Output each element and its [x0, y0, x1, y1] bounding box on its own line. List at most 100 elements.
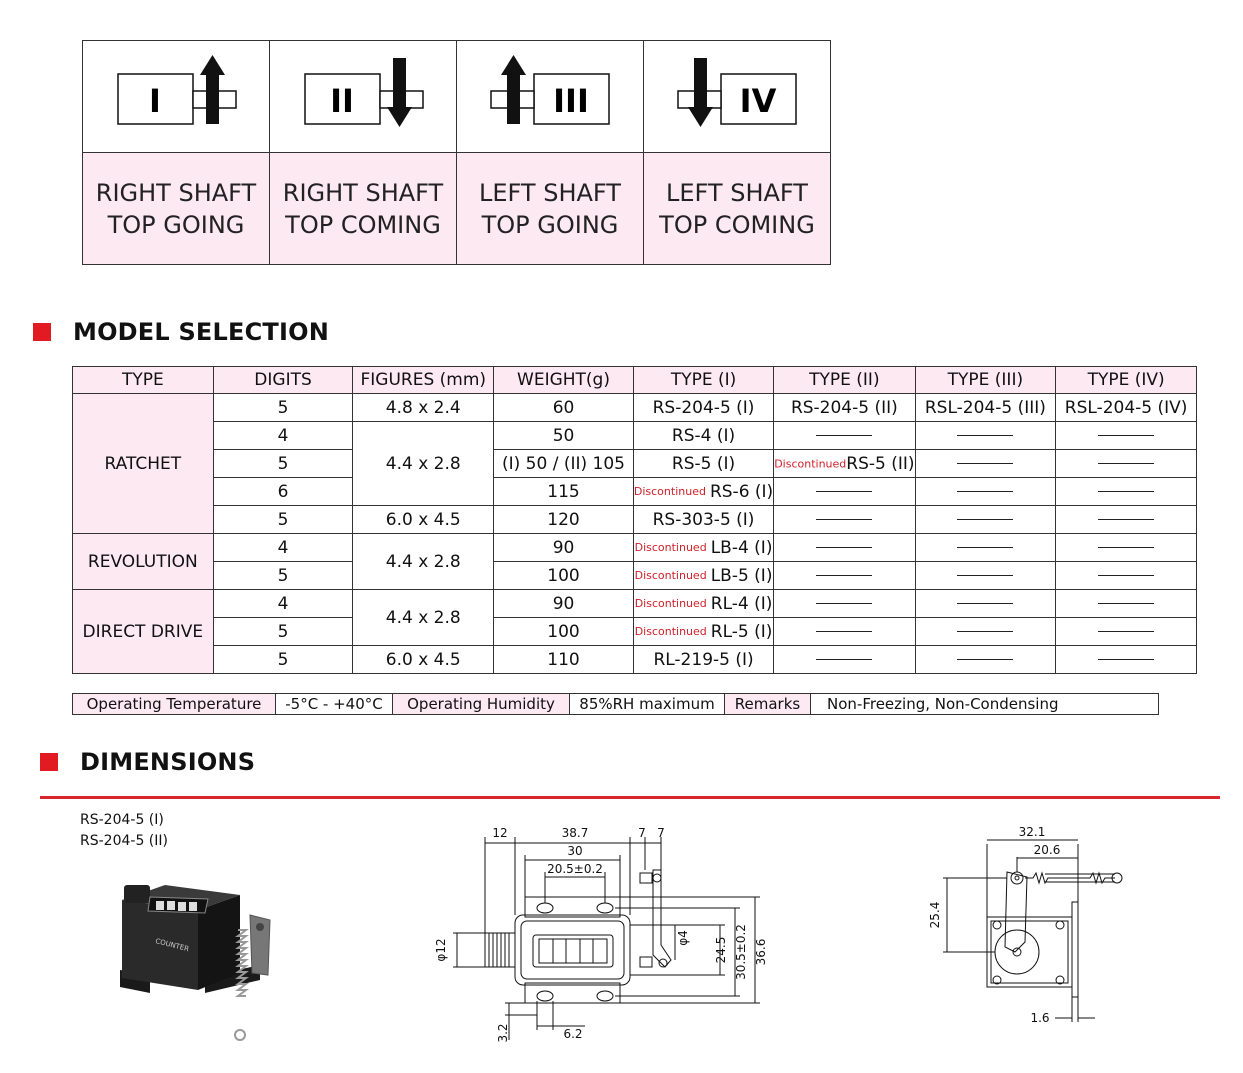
dim-7a: 7: [638, 826, 646, 840]
table-row: DIRECT DRIVE 4 4.4 x 2.8 90 Discontinued…: [72, 589, 1197, 674]
dim-36-6: 36.6: [754, 939, 768, 966]
dash: [816, 547, 873, 548]
shaft-numeral: III: [553, 82, 589, 120]
shaft-type-i-diagram: I: [82, 40, 270, 153]
col-type-ii: TYPE (II): [773, 366, 916, 394]
shaft-type-table: I II III: [82, 40, 831, 265]
table-row: 5 (I) 50 / (II) 105 RS-5 (I) Discontinue…: [73, 449, 1197, 478]
dash: [816, 491, 873, 492]
discontinued-label: Discontinued: [634, 597, 707, 610]
col-type-iv: TYPE (IV): [1055, 366, 1197, 394]
dash: [957, 631, 1014, 632]
dim-24-5: 24.5: [714, 937, 728, 964]
dash: [1098, 547, 1155, 548]
dim-20-5: 20.5±0.2: [547, 862, 603, 876]
dash: [957, 463, 1014, 464]
operating-conditions-table: Operating Temperature -5°C - +40°C Opera…: [72, 693, 1159, 715]
col-weight: WEIGHT(g): [493, 366, 634, 394]
dim-30-5: 30.5±0.2: [734, 924, 748, 980]
table-row: 4 4.4 x 2.8 50 RS-4 (I): [73, 421, 1197, 506]
table-row: 5 6.0 x 4.5 120 RS-303-5 (I): [73, 505, 1197, 534]
shaft-type-iv-diagram: IV: [643, 40, 831, 153]
dimensions-heading: DIMENSIONS: [40, 748, 255, 776]
dim-phi4: φ4: [676, 930, 690, 946]
counter-photo: COUNTER: [120, 885, 271, 1041]
table-row: Operating Temperature -5°C - +40°C Opera…: [72, 693, 1159, 715]
temp-label: Operating Temperature: [72, 693, 276, 715]
model-selection-table: TYPE DIGITS FIGURES (mm) WEIGHT(g) TYPE …: [72, 366, 1197, 674]
dash: [957, 603, 1014, 604]
dim-12: 12: [492, 826, 507, 840]
dim-1-6: 1.6: [1030, 1011, 1049, 1025]
dash: [1098, 575, 1155, 576]
dim-phi12: φ12: [434, 938, 448, 961]
col-type-iii: TYPE (III): [914, 366, 1057, 394]
dash: [816, 575, 873, 576]
model-selection-heading: MODEL SELECTION: [33, 318, 329, 346]
dash: [957, 575, 1014, 576]
dash: [1098, 631, 1155, 632]
discontinued-label: Discontinued: [634, 625, 707, 638]
dim-25-4: 25.4: [928, 902, 942, 929]
col-digits: DIGITS: [212, 366, 354, 394]
dash: [957, 659, 1014, 660]
humidity-value: 85%RH maximum: [569, 693, 725, 715]
dash: [1098, 463, 1155, 464]
discontinued-label: Discontinued: [634, 569, 707, 582]
shaft-type-ii-diagram: II: [269, 40, 457, 153]
dash: [816, 435, 873, 436]
discontinued-label: Discontinued: [774, 457, 847, 470]
dim-32-1: 32.1: [1019, 825, 1046, 839]
dash: [957, 547, 1014, 548]
dash: [1098, 603, 1155, 604]
remarks-value: Non-Freezing, Non-Condensing: [810, 693, 1159, 715]
table-row: RATCHET 5 4.8 x 2.4 60 RS-204-5 (I) RS-2…: [72, 393, 1197, 534]
side-view-drawing: 32.1 20.6 25.4 1.6: [928, 825, 1123, 1025]
dash: [816, 631, 873, 632]
dim-38-7: 38.7: [562, 826, 589, 840]
dash: [957, 519, 1014, 520]
dash: [1098, 519, 1155, 520]
dim-3-2: 3.2: [496, 1023, 510, 1042]
shaft-numeral: IV: [740, 82, 777, 120]
col-type-i: TYPE (I): [632, 366, 775, 394]
table-row: 5 6.0 x 4.5 110 RL-219-5 (I): [73, 645, 1197, 674]
col-type: TYPE: [72, 366, 214, 394]
dash: [957, 435, 1014, 436]
remarks-label: Remarks: [724, 693, 811, 715]
dim-6-2: 6.2: [563, 1027, 582, 1041]
dash: [1098, 659, 1155, 660]
dim-30: 30: [567, 844, 582, 858]
humidity-label: Operating Humidity: [392, 693, 570, 715]
dash: [1098, 491, 1155, 492]
discontinued-label: Discontinued: [633, 485, 706, 498]
dash: [1098, 435, 1155, 436]
group-revolution: REVOLUTION: [72, 533, 214, 590]
section-divider: [40, 796, 1220, 799]
temp-value: -5°C - +40°C: [275, 693, 393, 715]
table-header-row: TYPE DIGITS FIGURES (mm) WEIGHT(g) TYPE …: [72, 366, 1197, 394]
dimension-model-list: RS-204-5 (I) RS-204-5 (II): [80, 812, 168, 849]
col-figures: FIGURES (mm): [352, 366, 495, 394]
front-view-drawing: 12 38.7 30 20.5±0.2 7 7 φ12 φ4 24.5 30.5…: [434, 826, 768, 1043]
shaft-numeral: I: [149, 82, 161, 120]
group-direct-drive: DIRECT DRIVE: [72, 589, 214, 674]
group-ratchet: RATCHET: [72, 393, 214, 534]
dash: [957, 491, 1014, 492]
discontinued-label: Discontinued: [634, 541, 707, 554]
dash: [816, 519, 873, 520]
dim-7b: 7: [657, 826, 665, 840]
dash: [816, 659, 873, 660]
dash: [816, 603, 873, 604]
shaft-type-iii-diagram: III: [456, 40, 644, 153]
shaft-numeral: II: [330, 82, 354, 120]
red-square-icon: [33, 323, 51, 341]
